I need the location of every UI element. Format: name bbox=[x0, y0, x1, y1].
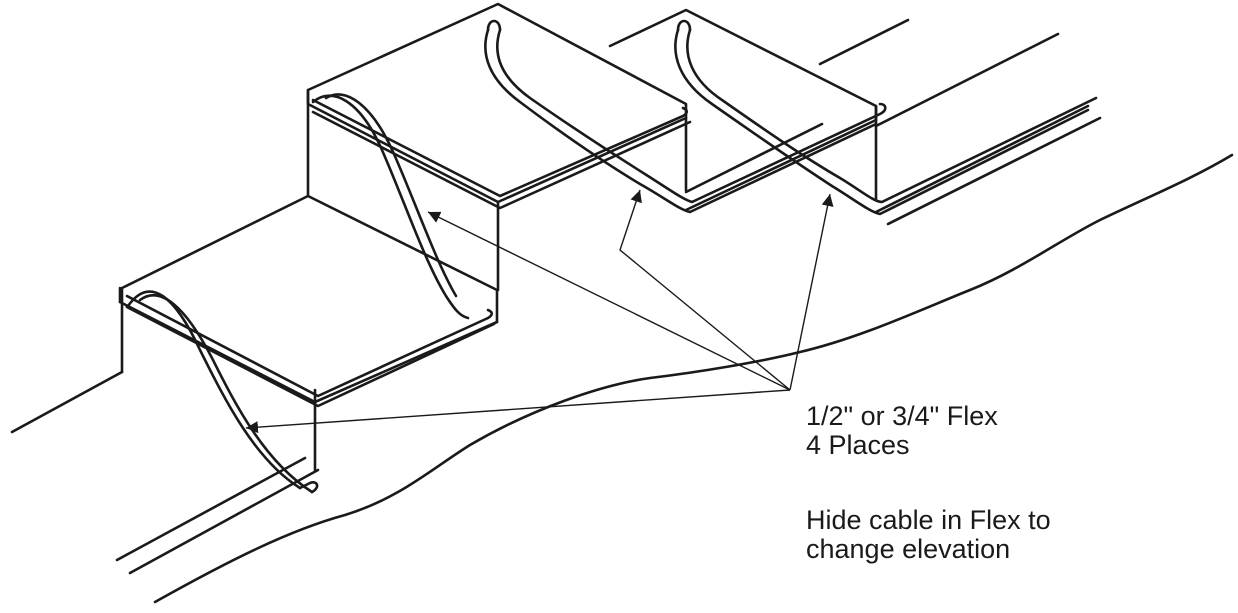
flex-conduit-upper-left bbox=[311, 93, 692, 320]
flex-size-label: 1/2" or 3/4" Flex bbox=[806, 401, 998, 431]
flex-conduit-upper-middle bbox=[484, 19, 887, 214]
flex-callout: 1/2" or 3/4" Flex 4 Places bbox=[806, 402, 998, 460]
leader-arrow-lower bbox=[245, 389, 791, 434]
leader-arrow-upper-left bbox=[427, 211, 791, 391]
flex-conduit-lower bbox=[125, 290, 496, 494]
elevation-note: Hide cable in Flex to change elevation bbox=[806, 506, 1051, 564]
note-line-2: change elevation bbox=[806, 534, 1011, 564]
note-line-1: Hide cable in Flex to bbox=[806, 505, 1051, 535]
flex-count-label: 4 Places bbox=[806, 430, 910, 460]
flex-conduit-upper-right bbox=[674, 19, 1098, 216]
ground-lines bbox=[10, 18, 1234, 604]
upper-right-block bbox=[608, 8, 878, 212]
leader-arrow-upper-middle bbox=[619, 189, 791, 391]
leader-arrow-upper-right bbox=[789, 193, 834, 391]
leader-arrows bbox=[245, 189, 834, 434]
